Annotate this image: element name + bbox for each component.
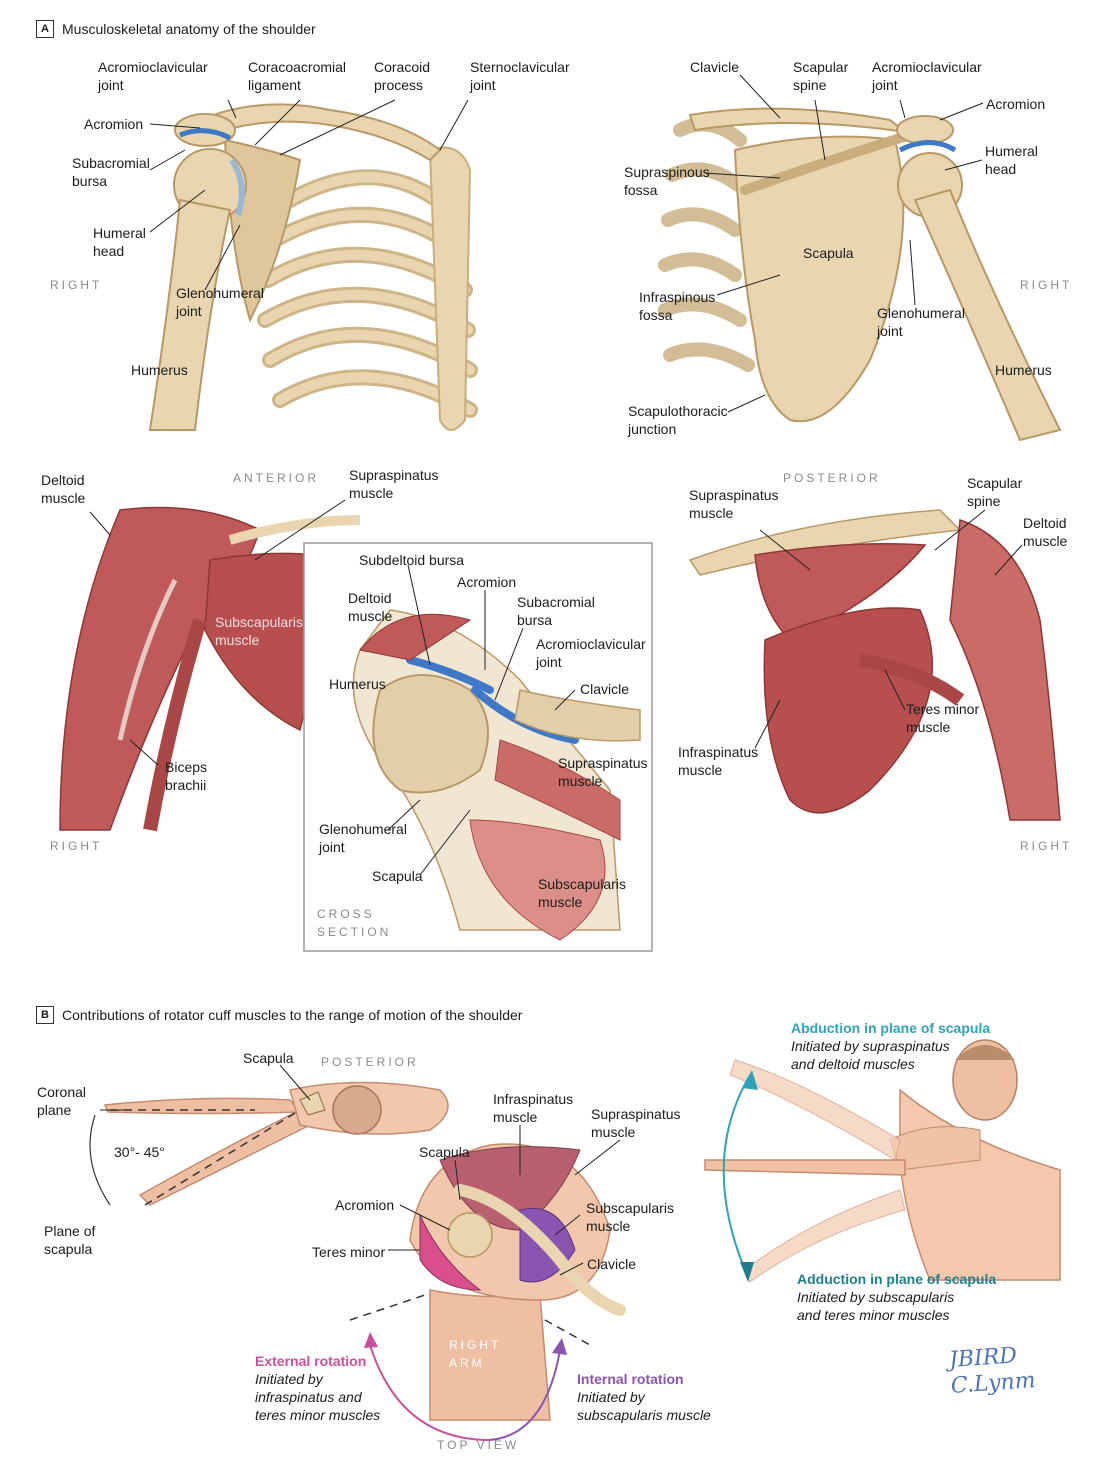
posterior-skeleton — [658, 107, 1062, 442]
side-label-right-muscles: RIGHT — [50, 839, 103, 853]
posterior-muscles — [688, 509, 1061, 821]
label-coracoacromial-ligament: Coracoacromial ligament — [248, 59, 347, 93]
label-infraspinous-fossa: Infraspinous fossa — [639, 289, 716, 323]
internal-rotation-desc: Initiated by subscapularis muscle — [577, 1389, 711, 1423]
adduction-title: Adduction in plane of scapula — [797, 1271, 997, 1287]
view-label-posterior: POSTERIOR — [783, 471, 881, 485]
label-scapular-spine-posterior: Scapular spine — [967, 475, 1023, 509]
label-acromion: Acromion — [84, 116, 144, 132]
abduction-illustration — [704, 1039, 1061, 1283]
label-humeral-head: Humeral head — [93, 225, 146, 259]
label-humerus-posterior: Humerus — [995, 362, 1052, 378]
label-deltoid-muscle: Deltoid muscle — [41, 472, 86, 506]
label-supraspinatus-muscle-b: Supraspinatus muscle — [591, 1106, 681, 1140]
label-subscapularis-muscle-cross: Subscapularis muscle — [538, 876, 626, 910]
label-coronal-plane: Coronal plane — [37, 1084, 87, 1118]
label-deltoid-muscle-cross: Deltoid muscle — [348, 590, 393, 624]
label-scapula-cross: Scapula — [372, 868, 423, 884]
label-scapulothoracic-junction: Scapulothoracic junction — [628, 403, 728, 437]
external-rotation-title: External rotation — [255, 1353, 367, 1369]
rotation-view-illustration — [349, 1143, 626, 1441]
label-scapular-spine: Scapular spine — [793, 59, 849, 93]
anterior-muscles — [59, 506, 361, 832]
cross-section-illustration — [352, 609, 641, 941]
view-label-top-view: TOP VIEW — [437, 1438, 520, 1452]
side-label-right: RIGHT — [50, 278, 103, 292]
adduction-desc: Initiated by subscapularis and teres min… — [797, 1289, 955, 1323]
label-subacromial-bursa: Subacromial bursa — [72, 155, 150, 189]
label-subscapularis-muscle-b: Subscapularis muscle — [586, 1200, 674, 1234]
label-glenohumeral-joint: Glenohumeral joint — [176, 285, 264, 319]
label-supraspinatus-muscle-cross: Supraspinatus muscle — [558, 755, 648, 789]
internal-rotation-title: Internal rotation — [577, 1371, 684, 1387]
label-infraspinatus-muscle-b: Infraspinatus muscle — [493, 1091, 574, 1125]
label-infraspinatus-muscle: Infraspinatus muscle — [678, 744, 759, 778]
panel-a-badge: A — [36, 20, 54, 38]
label-plane-of-scapula: Plane of scapula — [44, 1223, 96, 1257]
label-scapula: Scapula — [803, 245, 854, 261]
label-acromioclavicular-joint-posterior: Acromioclavicular joint — [872, 59, 982, 93]
panel-a-header: A Musculoskeletal anatomy of the shoulde… — [36, 20, 316, 38]
internal-rotation-caption: Internal rotation Initiated by subscapul… — [577, 1370, 711, 1424]
external-rotation-desc: Initiated by infraspinatus and teres min… — [255, 1371, 381, 1423]
label-acromioclavicular-joint: Acromioclavicular joint — [98, 59, 208, 93]
label-supraspinatus-muscle-posterior: Supraspinatus muscle — [689, 487, 779, 521]
view-label-cross-section: CROSS SECTION — [317, 907, 392, 939]
label-angle-range: 30°- 45° — [114, 1144, 165, 1160]
label-scapula-b: Scapula — [419, 1144, 470, 1160]
anterior-skeleton — [148, 103, 478, 431]
label-teres-minor-b: Teres minor — [312, 1244, 386, 1260]
view-label-anterior: ANTERIOR — [233, 471, 320, 485]
label-biceps-brachii: Biceps brachii — [165, 759, 208, 793]
label-scapula-topview: Scapula — [243, 1050, 294, 1066]
label-clavicle-b: Clavicle — [587, 1256, 637, 1272]
view-label-posterior-b: POSTERIOR — [321, 1055, 419, 1069]
label-teres-minor-muscle: Teres minor muscle — [906, 701, 980, 735]
label-acromioclavicular-joint-cross: Acromioclavicular joint — [536, 636, 646, 670]
label-humerus: Humerus — [131, 362, 188, 378]
panel-b-header: B Contributions of rotator cuff muscles … — [36, 1006, 522, 1024]
label-deltoid-muscle-posterior: Deltoid muscle — [1023, 515, 1068, 549]
adduction-caption: Adduction in plane of scapula Initiated … — [797, 1270, 996, 1324]
label-right-arm: RIGHT ARM — [449, 1338, 502, 1370]
leader-lines — [89, 74, 1023, 1276]
side-label-right-posterior: RIGHT — [1020, 278, 1073, 292]
abduction-caption: Abduction in plane of scapula Initiated … — [791, 1019, 990, 1073]
label-acromion-b: Acromion — [335, 1197, 395, 1213]
top-view-illustration — [89, 1081, 449, 1206]
label-acromion-cross: Acromion — [457, 574, 517, 590]
label-subscapularis-muscle: Subscapularis muscle — [215, 614, 303, 648]
panel-b-title: Contributions of rotator cuff muscles to… — [62, 1007, 523, 1023]
label-glenohumeral-joint-cross: Glenohumeral joint — [319, 821, 407, 855]
label-humerus-cross: Humerus — [329, 676, 386, 692]
panel-b-badge: B — [36, 1006, 54, 1024]
panel-a-title: Musculoskeletal anatomy of the shoulder — [62, 21, 316, 37]
label-clavicle: Clavicle — [690, 59, 740, 75]
label-humeral-head-posterior: Humeral head — [985, 143, 1038, 177]
label-clavicle-cross: Clavicle — [580, 681, 630, 697]
label-coracoid-process: Coracoid process — [374, 59, 431, 93]
label-glenohumeral-joint-posterior: Glenohumeral joint — [877, 305, 965, 339]
label-subdeltoid-bursa: Subdeltoid bursa — [359, 552, 465, 568]
abduction-title: Abduction in plane of scapula — [791, 1020, 991, 1036]
external-rotation-caption: External rotation Initiated by infraspin… — [255, 1352, 380, 1424]
artist-signature: JBIRD C.Lynm — [948, 1343, 1037, 1399]
label-supraspinatus-muscle: Supraspinatus muscle — [349, 467, 439, 501]
abduction-desc: Initiated by supraspinatus and deltoid m… — [791, 1038, 950, 1072]
label-subacromial-bursa-cross: Subacromial bursa — [517, 594, 595, 628]
label-sternoclavicular-joint: Sternoclavicular joint — [470, 59, 570, 93]
side-label-right-posterior-muscles: RIGHT — [1020, 839, 1073, 853]
label-supraspinous-fossa: Supraspinous fossa — [624, 164, 710, 198]
label-acromion-posterior: Acromion — [986, 96, 1046, 112]
